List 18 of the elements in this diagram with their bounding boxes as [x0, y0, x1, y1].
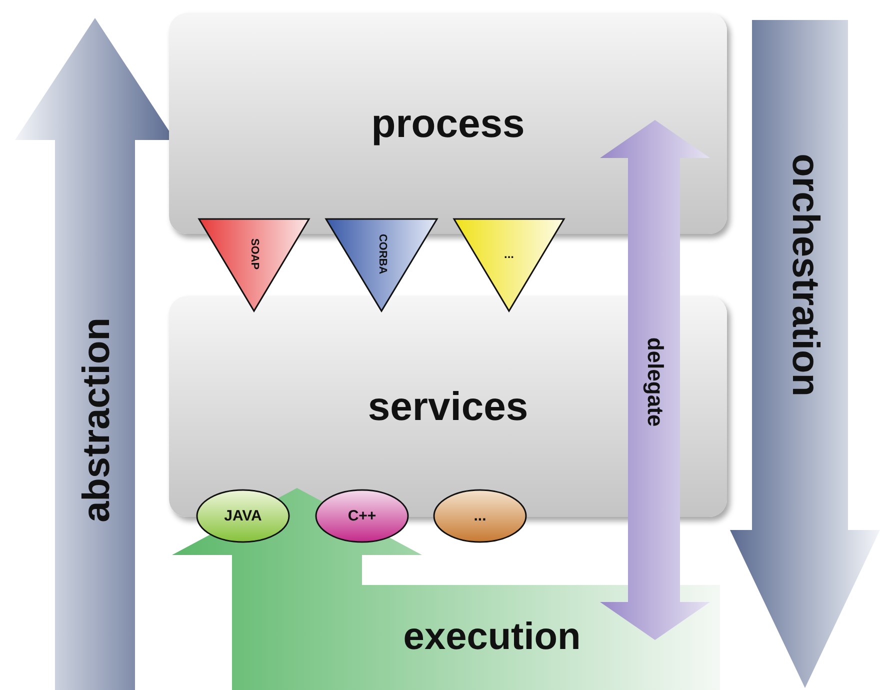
axis-label: abstraction: [78, 318, 116, 522]
arrow-label: execution: [403, 618, 581, 656]
interface-triangle: [325, 218, 438, 312]
triangle-label: CORBA: [376, 234, 387, 274]
interface-triangle: [453, 218, 565, 312]
axis-label: orchestration: [786, 154, 824, 396]
ellipse-label: C++: [348, 508, 376, 524]
language-ellipse: [433, 489, 527, 543]
ellipse-label: JAVA: [224, 508, 262, 524]
arrow-label: delegate: [644, 337, 666, 427]
panel-title: services: [368, 386, 528, 426]
ellipse-label: ...: [474, 508, 486, 524]
panel-title: process: [371, 104, 525, 144]
triangle-label: ...: [504, 248, 514, 260]
interface-triangle: [198, 218, 310, 312]
triangle-label: SOAP: [248, 238, 260, 270]
language-ellipse: [196, 489, 290, 543]
language-ellipse: [315, 489, 409, 543]
